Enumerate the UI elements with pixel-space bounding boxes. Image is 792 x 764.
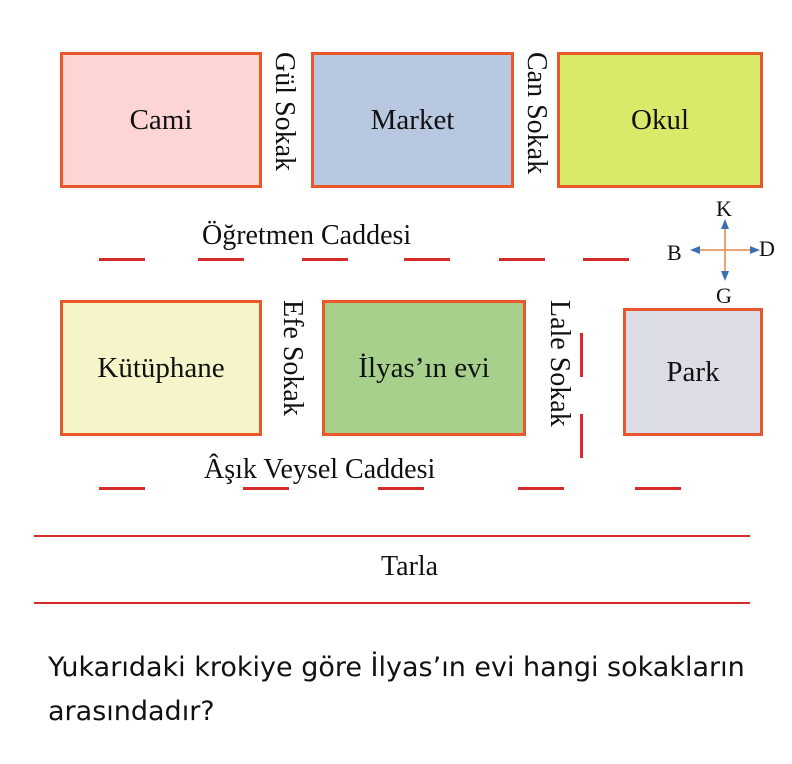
tarla-bottom-line	[34, 602, 750, 604]
road-dash	[635, 487, 681, 490]
road-dash	[404, 258, 450, 261]
block-park-label: Park	[666, 355, 720, 388]
road-dash	[302, 258, 348, 261]
road-dash	[378, 487, 424, 490]
street-efe-sokak: Efe Sokak	[277, 300, 308, 416]
block-market: Market	[311, 52, 514, 188]
compass-east-label: D	[759, 236, 775, 261]
road-dash	[580, 414, 583, 458]
road-dash	[198, 258, 244, 261]
question-text: Yukarıdaki krokiye göre İlyas’ın evi han…	[48, 652, 745, 727]
tarla-top-line	[34, 535, 750, 537]
block-park: Park	[623, 308, 763, 436]
block-okul-label: Okul	[631, 103, 689, 136]
compass-south-label: G	[716, 283, 732, 308]
street-can-sokak: Can Sokak	[521, 52, 552, 175]
street-gul-sokak: Gül Sokak	[269, 52, 300, 171]
compass-north-label: K	[716, 196, 732, 221]
road-dash	[99, 487, 145, 490]
block-cami: Cami	[60, 52, 262, 188]
compass-west-label: B	[667, 240, 682, 265]
road-dash	[518, 487, 564, 490]
block-ilyas-evi-label: İlyas’ın evi	[358, 351, 490, 384]
street-ogretmen-caddesi: Öğretmen Caddesi	[202, 220, 412, 251]
tarla-label: Tarla	[381, 551, 439, 582]
block-market-label: Market	[370, 103, 455, 136]
block-kutuphane: Kütüphane	[60, 300, 262, 436]
block-kutuphane-label: Kütüphane	[97, 351, 225, 384]
road-dash	[583, 258, 629, 261]
block-okul: Okul	[557, 52, 763, 188]
street-asik-veysel-caddesi: Âşık Veysel Caddesi	[204, 454, 436, 485]
compass-icon	[690, 219, 760, 281]
block-ilyas-evi: İlyas’ın evi	[322, 300, 526, 436]
road-dash	[243, 487, 289, 490]
street-lale-sokak: Lale Sokak	[544, 300, 575, 427]
road-dash	[580, 333, 583, 377]
road-dash	[499, 258, 545, 261]
block-cami-label: Cami	[129, 103, 193, 136]
road-dash	[99, 258, 145, 261]
